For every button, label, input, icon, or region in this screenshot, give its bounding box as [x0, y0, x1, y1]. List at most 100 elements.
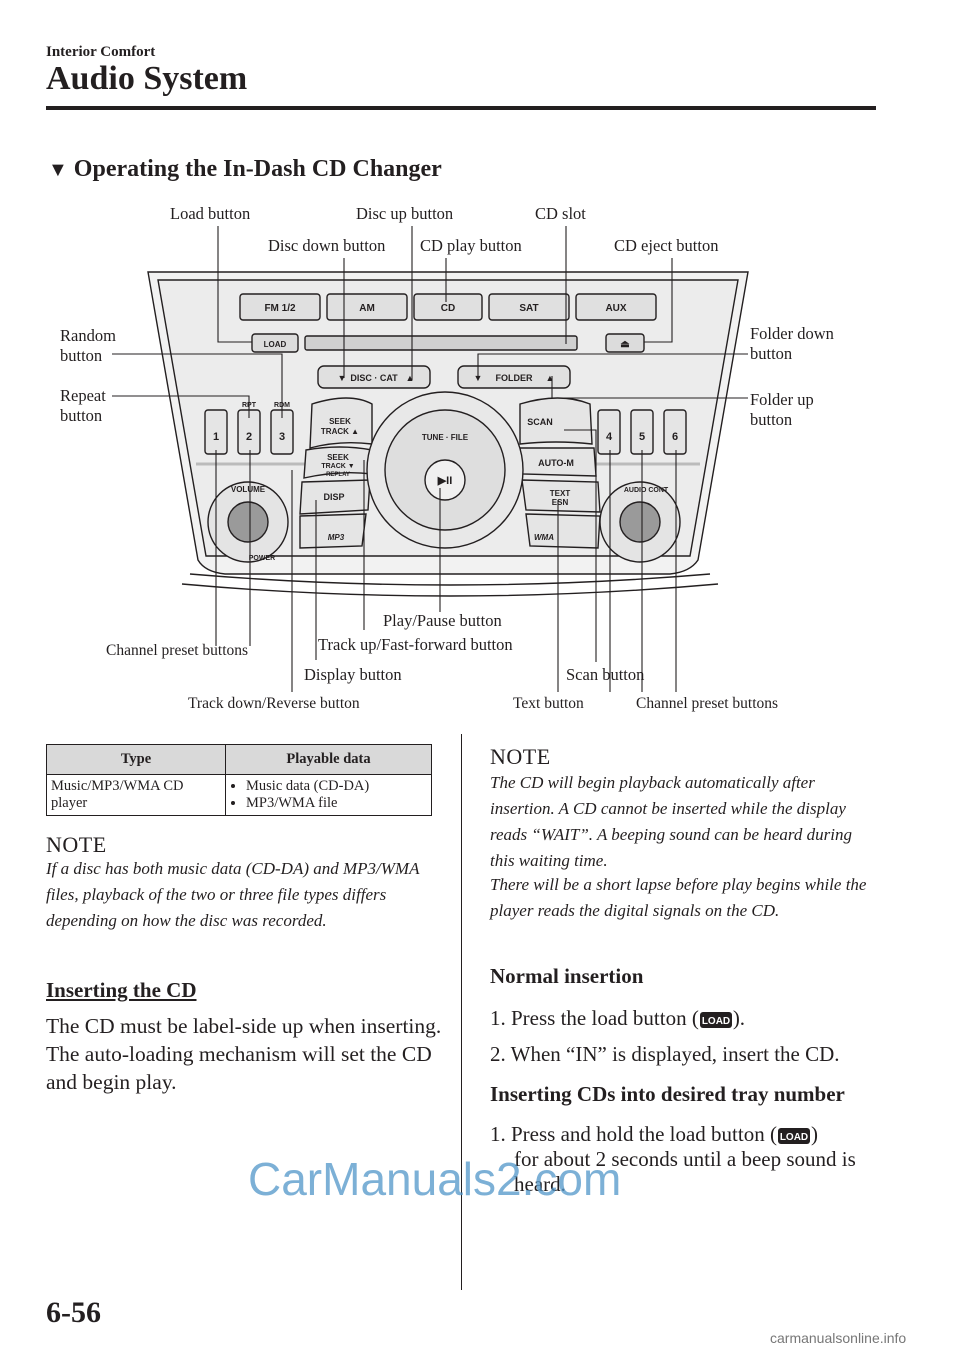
- replay-label: REPLAY: [326, 472, 350, 478]
- callout-track-up: Track up/Fast-forward button: [318, 635, 513, 654]
- preset-5-label: 5: [639, 431, 645, 443]
- head-unit-panel: [147, 271, 749, 597]
- tray-step-1-end: ): [810, 1122, 818, 1146]
- normal-step-1: 1. Press the load button (LOAD).: [490, 1006, 745, 1031]
- inserting-text: The CD must be label-side up when insert…: [46, 1014, 442, 1094]
- section-heading: ▼Operating the In-Dash CD Changer: [48, 156, 442, 183]
- seek-track-down-label-2: TRACK ▼: [321, 463, 354, 470]
- callout-display-button: Display button: [304, 665, 402, 684]
- scan-label: SCAN: [527, 417, 553, 427]
- text-label: TEXT: [550, 489, 571, 498]
- cd-changer-diagram: FM 1/2 AM CD SAT AUX LOAD ⏏ DISC · CAT ▼…: [112, 226, 749, 692]
- table-header-data: Playable data: [225, 744, 432, 775]
- play-pause-icon: ▶II: [437, 475, 453, 487]
- normal-step-1-end: ).: [732, 1006, 746, 1030]
- note-text-right-1: The CD will begin playback automatically…: [490, 773, 852, 870]
- load-leader: [217, 226, 252, 343]
- scan-leader: [564, 429, 597, 662]
- header-rule: [46, 106, 876, 110]
- note-text-left: If a disc has both music data (CD-DA) an…: [46, 859, 420, 930]
- callout-disc-down-button: Disc down button: [268, 236, 386, 255]
- folder-button-label: FOLDER: [496, 373, 533, 383]
- page-number: 6-56: [46, 1296, 101, 1329]
- folder-up-leader: [551, 376, 748, 399]
- svg-text:LOAD: LOAD: [780, 1132, 808, 1143]
- power-label: POWER: [249, 555, 275, 562]
- sat-button-label: SAT: [519, 303, 538, 314]
- seek-track-up-label: SEEK: [329, 417, 351, 426]
- svg-text:LOAD: LOAD: [702, 1016, 730, 1027]
- am-button-label: AM: [359, 303, 375, 314]
- seek-track-down-label: SEEK: [327, 453, 349, 462]
- callout-folder-up-button: Folder up button: [750, 390, 814, 429]
- folder-up-icon: ▲: [546, 373, 555, 383]
- list-item: Music data (CD-DA): [246, 778, 427, 795]
- list-item: MP3/WMA file: [246, 795, 427, 812]
- callout-lines: [112, 226, 748, 692]
- preset-6-label: 6: [672, 431, 678, 443]
- load-icon: LOAD: [777, 1128, 810, 1145]
- normal-insertion-heading: Normal insertion: [490, 964, 644, 988]
- table-header-type: Type: [46, 744, 226, 775]
- mp3-label: MP3: [328, 533, 345, 542]
- callout-repeat-button: Repeat button: [60, 386, 106, 425]
- table-cell-type: Music/MP3/WMA CD player: [46, 774, 226, 816]
- disc-up-icon: ▲: [406, 373, 415, 383]
- triangle-down-icon: ▼: [48, 159, 68, 181]
- callout-cd-eject-button: CD eject button: [614, 236, 719, 255]
- callout-track-down: Track down/Reverse button: [188, 695, 360, 712]
- load-icon: LOAD: [699, 1012, 732, 1029]
- table-cell-data: Music data (CD-DA) MP3/WMA file: [225, 774, 432, 816]
- preset-3-label: 3: [279, 431, 285, 443]
- normal-step-1-text: 1. Press the load button (: [490, 1006, 699, 1030]
- watermark-footer: carmanualsonline.info: [770, 1330, 907, 1346]
- eject-icon: ⏏: [620, 339, 630, 350]
- table-row: Music/MP3/WMA CD player Music data (CD-D…: [46, 774, 432, 816]
- wma-label: WMA: [534, 533, 554, 542]
- callout-channel-preset-left: Channel preset buttons: [106, 642, 249, 659]
- audio-cont-label: AUDIO CONT: [624, 487, 669, 494]
- inserting-heading: Inserting the CD: [46, 978, 197, 1002]
- normal-step-2: 2. When “IN” is displayed, insert the CD…: [490, 1042, 840, 1066]
- note-text-right-2: There will be a short lapse before play …: [490, 875, 867, 920]
- tray-step-1-text: 1. Press and hold the load button (: [490, 1122, 777, 1146]
- aux-button-label: AUX: [605, 303, 626, 314]
- folder-down-leader: [477, 353, 748, 376]
- panel-button-labels: FM 1/2 AM CD SAT AUX LOAD ⏏ DISC · CAT ▼…: [213, 303, 678, 562]
- callout-cd-play-button: CD play button: [420, 236, 522, 255]
- callout-load-button: Load button: [170, 204, 251, 223]
- column-divider: [461, 734, 462, 1290]
- random-leader: [112, 353, 283, 418]
- watermark: CarManuals2.com: [248, 1153, 622, 1205]
- section-heading-text: Operating the In-Dash CD Changer: [73, 156, 442, 182]
- playable-data-table: Type Playable data Music/MP3/WMA CD play…: [46, 744, 432, 816]
- eject-leader: [644, 258, 673, 343]
- repeat-leader: [112, 395, 250, 418]
- section-label: Interior Comfort: [46, 44, 156, 60]
- note-heading-right: NOTE: [490, 744, 551, 769]
- callout-disc-up-button: Disc up button: [356, 204, 454, 223]
- disp-label: DISP: [323, 492, 344, 502]
- esn-label: ESN: [552, 498, 569, 507]
- tray-step-1-cont: for about 2 seconds until a beep sound i…: [514, 1147, 856, 1196]
- callout-play-pause-button: Play/Pause button: [383, 611, 502, 630]
- preset-2-label: 2: [246, 431, 252, 443]
- preset-4-label: 4: [606, 431, 613, 443]
- note-heading-left: NOTE: [46, 832, 107, 857]
- callout-folder-down-button: Folder down button: [750, 324, 834, 363]
- callout-channel-preset-right: Channel preset buttons: [636, 695, 779, 712]
- tune-file-label: TUNE · FILE: [422, 433, 469, 442]
- folder-down-icon: ▼: [474, 373, 483, 383]
- fm-button-label: FM 1/2: [264, 303, 296, 314]
- callout-random-button: Random button: [60, 326, 116, 365]
- callout-cd-slot: CD slot: [535, 204, 586, 223]
- load-button-label: LOAD: [264, 340, 287, 349]
- callout-text-button: Text button: [513, 695, 584, 712]
- tray-step-1: 1. Press and hold the load button (LOAD): [490, 1122, 818, 1147]
- callout-scan-button: Scan button: [566, 665, 645, 684]
- page-title: Audio System: [46, 60, 248, 97]
- disc-down-icon: ▼: [338, 373, 347, 383]
- seek-track-up-label-2: TRACK ▲: [321, 427, 359, 436]
- auto-m-label: AUTO-M: [538, 458, 574, 468]
- disc-button-label: DISC · CAT: [350, 373, 398, 383]
